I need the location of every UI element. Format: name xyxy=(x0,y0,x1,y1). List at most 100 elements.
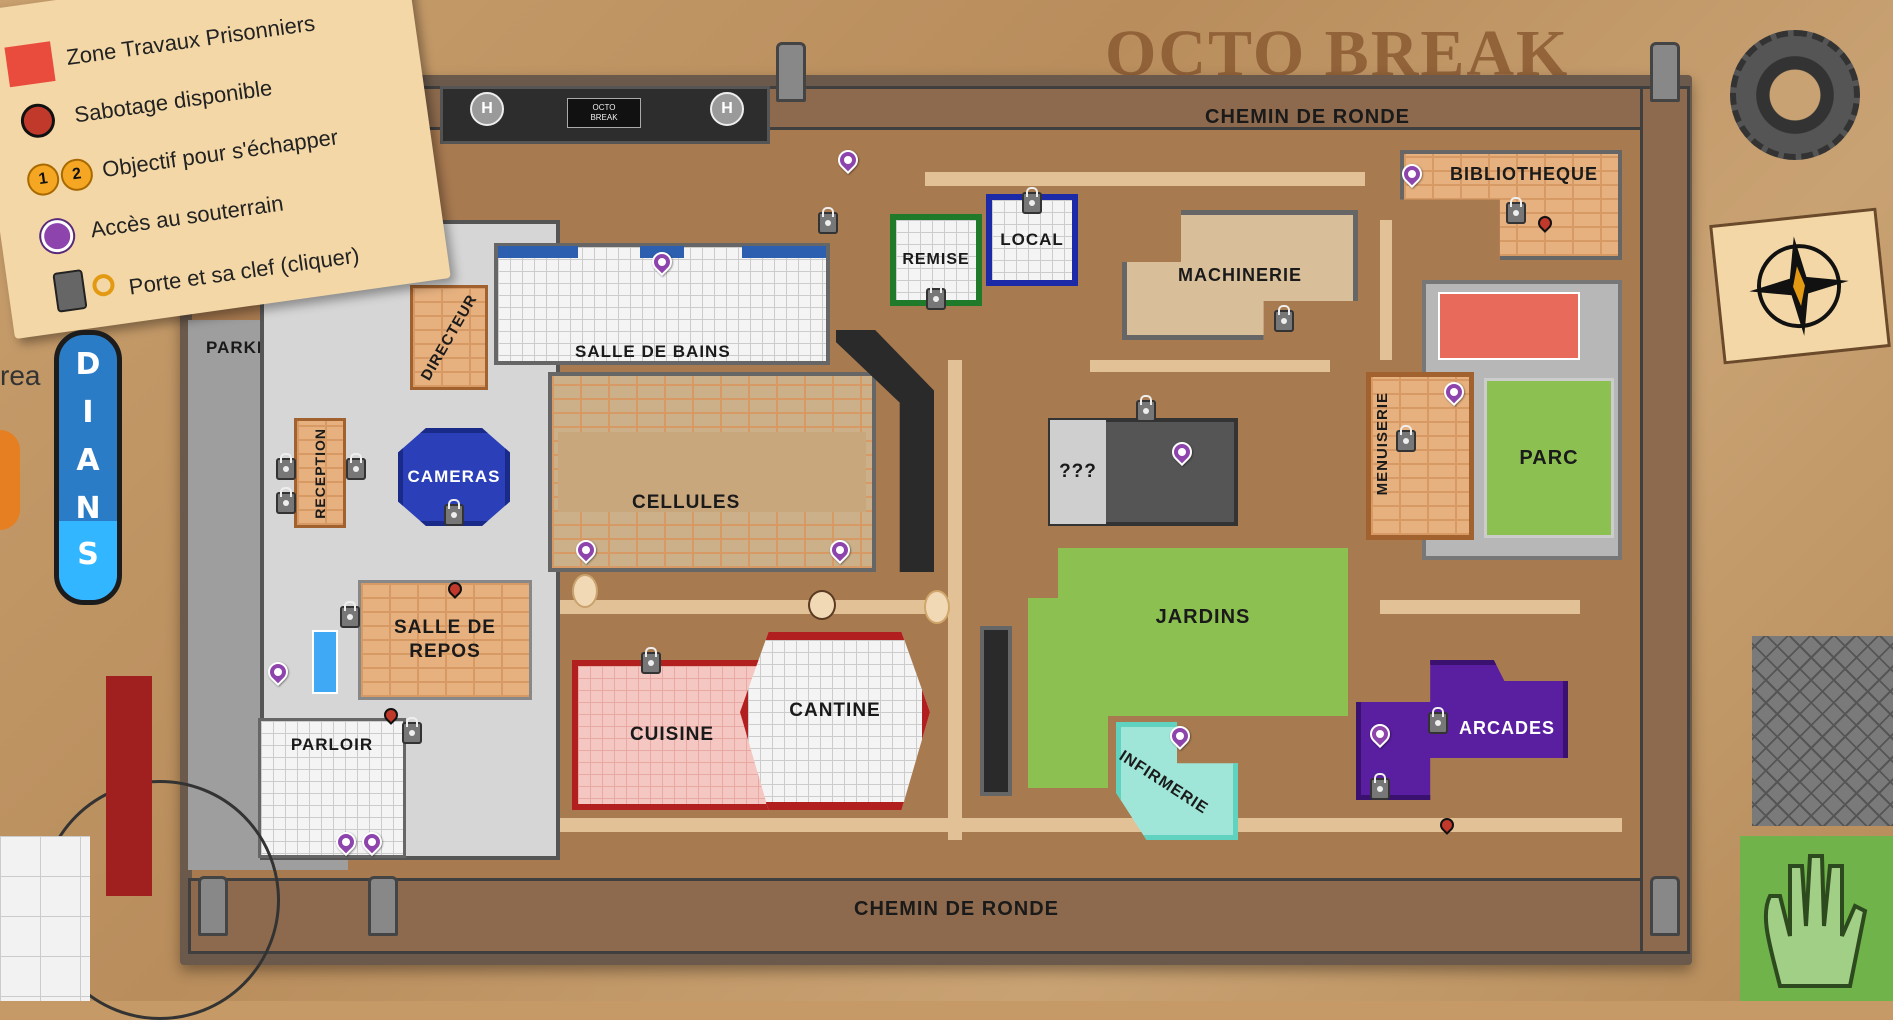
parc-label: PARC xyxy=(1519,446,1579,469)
outer-wall-right xyxy=(1640,86,1690,954)
helipad-right: H xyxy=(710,92,744,126)
compass-rose-icon xyxy=(1749,236,1849,336)
gauge-letter: S xyxy=(77,537,99,572)
path-bibliotheque xyxy=(1380,220,1392,360)
objective-2-number: 2 xyxy=(71,165,83,184)
cellules-hall xyxy=(558,432,866,512)
door-lock-icon[interactable] xyxy=(1506,197,1526,224)
red-structure xyxy=(106,676,152,896)
gauge-letter: D xyxy=(75,347,101,382)
room-unknown[interactable]: ??? xyxy=(1050,420,1106,524)
key-legend-icon xyxy=(91,272,116,298)
helipad-sign-text: OCTO BREAK xyxy=(590,103,618,122)
fence-right xyxy=(1752,636,1893,826)
sabotage-legend-icon xyxy=(18,101,58,140)
chemin-de-ronde-bottom: CHEMIN DE RONDE xyxy=(854,898,1060,920)
zone-travaux-swatch xyxy=(4,41,56,88)
watchtower-icon xyxy=(776,42,806,102)
shower-1 xyxy=(498,246,578,258)
player-avatar[interactable] xyxy=(808,590,836,620)
salle-repos-label: SALLE DE REPOS xyxy=(394,617,496,662)
bibliotheque-label: BIBLIOTHEQUE xyxy=(1450,164,1599,184)
tile-floor xyxy=(0,836,90,1001)
door-lock-icon[interactable] xyxy=(1396,425,1416,452)
door-lock-icon[interactable] xyxy=(340,601,360,628)
door-lock-icon[interactable] xyxy=(1136,395,1156,422)
door-lock-icon[interactable] xyxy=(276,453,296,480)
player-avatar[interactable] xyxy=(572,574,598,608)
local-label: LOCAL xyxy=(1000,230,1064,249)
cantine-label: CANTINE xyxy=(789,700,881,721)
gauge-letter: I xyxy=(82,395,94,430)
compass-map-icon[interactable] xyxy=(1709,207,1891,365)
helipad-left: H xyxy=(470,92,504,126)
hand-icon xyxy=(1763,854,1868,988)
door-lock-icon[interactable] xyxy=(402,717,422,744)
player-avatar[interactable] xyxy=(924,590,950,624)
helipad-mark: H xyxy=(481,100,493,117)
legend-souterrain: Accès au souterrain xyxy=(88,190,285,243)
gear-icon[interactable] xyxy=(1730,30,1860,160)
team-gauge-fill xyxy=(59,520,117,600)
gauge-letter: N xyxy=(75,491,101,526)
salle-de-bains-label: SALLE DE BAINS xyxy=(575,342,731,361)
tunnel-legend-icon xyxy=(39,218,76,255)
room-cantine[interactable]: CANTINE xyxy=(740,632,930,810)
objective-1-icon: 1 xyxy=(25,161,62,198)
room-menuiserie[interactable] xyxy=(1366,372,1474,540)
jardins-extension xyxy=(1028,598,1108,788)
directeur-label: DIRECTEUR xyxy=(417,291,481,384)
door-lock-icon[interactable] xyxy=(1274,305,1294,332)
door-lock-icon[interactable] xyxy=(346,453,366,480)
helipad-sign: OCTO BREAK xyxy=(567,98,641,128)
hand-interact-icon[interactable] xyxy=(1740,836,1893,1001)
room-salle-repos[interactable]: SALLE DE REPOS xyxy=(358,580,532,700)
room-remise[interactable]: REMISE xyxy=(890,214,982,306)
path-bottom xyxy=(512,818,1622,832)
lock-legend-icon xyxy=(52,269,88,313)
reception-label: RECEPTION xyxy=(312,427,328,519)
remise-label: REMISE xyxy=(902,251,970,268)
player-character xyxy=(0,430,20,530)
objective-2-icon: 2 xyxy=(58,156,95,193)
outer-wall-bottom xyxy=(188,878,1690,954)
room-parloir[interactable]: PARLOIR xyxy=(258,718,406,858)
door-lock-icon[interactable] xyxy=(1022,187,1042,214)
menuiserie-label: MENUISERIE xyxy=(1374,392,1391,496)
cellules-label: CELLULES xyxy=(632,492,741,513)
watchtower-icon xyxy=(1650,42,1680,102)
door-lock-icon[interactable] xyxy=(926,283,946,310)
side-panel-fragment: rea xyxy=(0,360,41,391)
parloir-label: PARLOIR xyxy=(290,735,374,754)
room-parc[interactable]: PARC xyxy=(1484,378,1614,538)
cuisine-label: CUISINE xyxy=(629,724,715,745)
machinerie-label: MACHINERIE xyxy=(1177,264,1302,285)
door-lock-icon[interactable] xyxy=(276,487,296,514)
watchtower-icon xyxy=(368,876,398,936)
path-machinerie xyxy=(1090,360,1330,372)
door-lock-icon[interactable] xyxy=(641,647,661,674)
path-east xyxy=(1380,600,1580,614)
legend-sabotage: Sabotage disponible xyxy=(72,74,274,128)
room-directeur[interactable]: DIRECTEUR xyxy=(410,285,488,390)
legend-porte: Porte et sa clef (cliquer) xyxy=(127,242,361,300)
watchtower-icon xyxy=(1650,876,1680,936)
helipad-mark: H xyxy=(721,100,733,117)
unknown-label: ??? xyxy=(1059,461,1097,482)
door-lock-icon[interactable] xyxy=(1428,707,1448,734)
cameras-label: CAMERAS xyxy=(407,467,501,486)
jardins-label: JARDINS xyxy=(1155,605,1251,628)
chemin-de-ronde-top: CHEMIN DE RONDE xyxy=(1205,106,1411,128)
shower-3 xyxy=(742,246,826,258)
door-lock-icon[interactable] xyxy=(444,499,464,526)
basketball-court[interactable] xyxy=(1438,292,1580,360)
door-lock-icon[interactable] xyxy=(818,207,838,234)
path-cellules xyxy=(560,600,960,614)
jardins-dark-wall xyxy=(980,626,1012,796)
legend-objectif: Objectif pour s'échapper xyxy=(100,124,340,183)
room-cuisine[interactable]: CUISINE xyxy=(572,660,772,810)
pool xyxy=(312,630,338,694)
gauge-letter: A xyxy=(76,443,100,478)
room-reception[interactable]: RECEPTION xyxy=(294,418,346,528)
door-lock-icon[interactable] xyxy=(1370,773,1390,800)
